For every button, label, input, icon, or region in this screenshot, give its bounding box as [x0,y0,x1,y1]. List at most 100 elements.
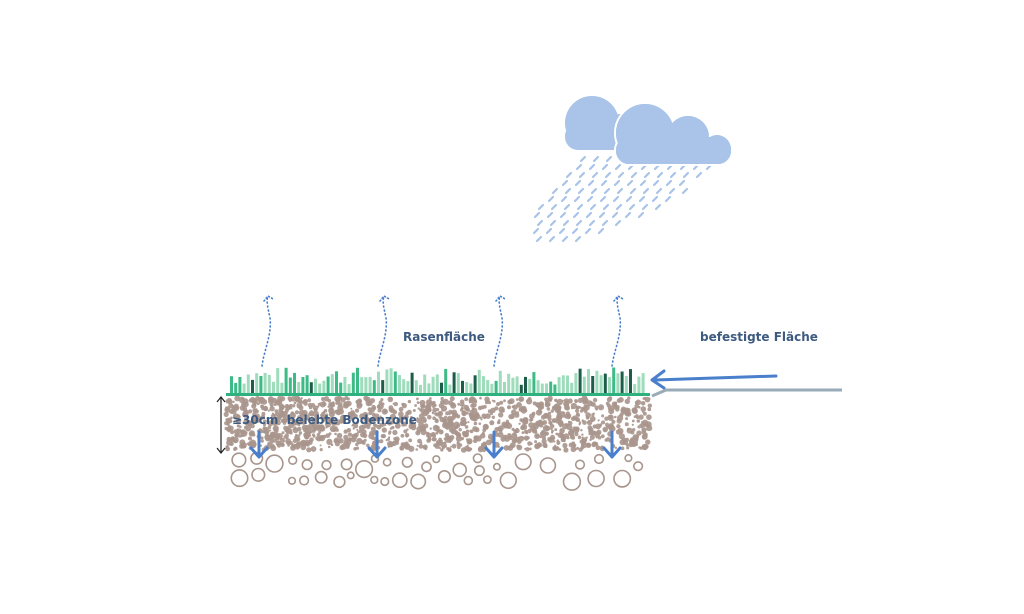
infiltration-arrow-head [484,446,504,459]
soil-particle [574,399,578,404]
soil-particle [523,429,529,434]
raindrop [589,203,597,211]
soil-particle [362,433,368,439]
raindrop [549,219,557,227]
soil-particle [387,440,394,447]
soil-particle [575,412,580,417]
grass-blade [377,371,380,393]
soil-particle [597,419,600,422]
grass-blade [234,382,238,393]
soil-particle [334,432,337,436]
soil-particle [595,423,601,430]
soil-particle [368,423,372,426]
grass-blade [465,382,469,393]
raindrop [639,179,647,187]
grass-blade [595,370,599,393]
soil-particle [642,432,648,438]
gravel-stone [432,455,441,464]
soil-particle [248,409,253,414]
grass-blade [301,377,305,393]
soil-particle [312,434,316,438]
soil-particle [417,438,422,444]
soil-particle [395,441,399,445]
gravel-stone [401,456,413,468]
grass-blade [431,376,435,393]
grass-blade [629,369,632,393]
gravel-stone [314,470,328,484]
evaporation-arrowhead [613,294,624,302]
soil-particle [233,446,238,451]
gravel-stone [452,462,468,478]
soil-particle [438,402,445,409]
soil-particle [387,396,394,403]
soil-particle [385,439,388,442]
gravel-stone [231,452,247,468]
soil-particle [248,436,252,441]
soil-particle [431,433,437,438]
raindrop [665,179,673,187]
soil-particle [563,447,569,453]
soil-particle [585,436,588,439]
soil-particle [293,401,297,405]
raindrop [564,187,572,195]
soil-particle [469,429,472,432]
evaporation-arrow [493,295,504,367]
soil-particle [525,437,528,440]
soil-particle [412,409,416,412]
soil-particle [497,431,504,438]
raindrop [535,235,543,243]
soil-particle [469,414,476,421]
soil-particle [443,441,447,445]
soil-particle [388,430,392,434]
grass-blade [242,383,246,393]
soil-particle [432,407,438,413]
grass-blade [494,380,498,393]
evaporation-arrow [261,295,272,367]
gravel-stone [287,476,297,485]
raindrop [628,203,636,211]
soil-particle [464,397,469,401]
soil-particle [485,439,492,446]
soil-particle [280,442,285,448]
cloud-front-fill [616,104,731,164]
soil-particle [586,416,590,420]
soil-particle [534,433,540,439]
soil-particle [474,427,480,433]
soil-particle [306,442,310,447]
soil-particle [589,434,595,440]
soil-particle [534,443,540,449]
soil-particle [416,397,419,401]
raindrop [562,219,570,227]
grass-blade [368,376,372,393]
soil-particle [420,429,427,436]
soil-particle [483,424,489,430]
soil-particle [460,447,467,453]
soil-particle [233,429,238,434]
soil-particle [572,426,577,431]
soil-particle [566,415,571,420]
soil-particle [340,397,346,403]
soil-particle [427,414,432,420]
grass-blade [557,377,561,393]
soil-particle [438,429,444,435]
soil-particle [548,437,554,443]
soil-particle [422,427,426,431]
gravel-stone [562,472,582,491]
soil-particle [323,396,330,402]
soil-particle [343,429,348,434]
grass-blade [339,382,343,393]
soil-particle [512,404,518,410]
soil-particle [645,423,650,428]
soil-particle [334,422,337,425]
soil-particle [350,407,353,410]
grass-blade [402,379,406,393]
raindrop [668,187,676,195]
raindrop [561,235,569,243]
soil-particle [294,434,300,441]
soil-particle [532,422,536,426]
soil-particle [349,416,355,421]
soil-particle [552,419,556,423]
soil-particle [636,419,641,423]
soil-particle [310,446,317,452]
grass-blade [360,377,364,393]
